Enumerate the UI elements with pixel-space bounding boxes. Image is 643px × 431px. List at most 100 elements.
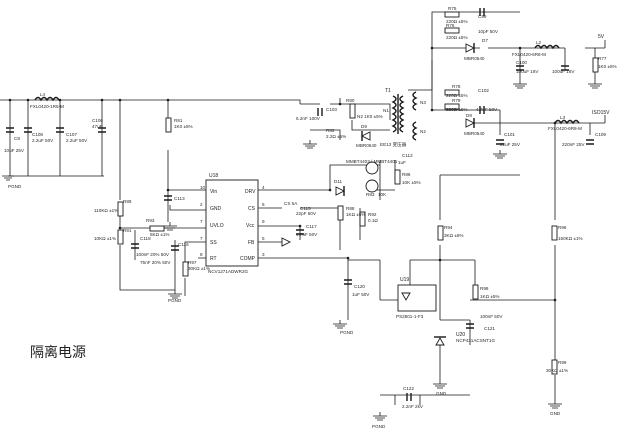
d8-part: MBR0540 xyxy=(464,131,485,136)
l4-ref: L4 xyxy=(40,92,46,97)
vout-5v-label: 5V xyxy=(598,34,605,40)
pin-name-drv: DRV xyxy=(245,189,256,195)
r96-val: 150KΩ ±1% xyxy=(558,236,583,241)
gnd-shunt: GND xyxy=(436,391,447,396)
inductor-symbols xyxy=(34,44,580,125)
c115-ref: C115 xyxy=(300,206,311,211)
c101-val: 22uF 25V xyxy=(500,142,521,147)
ic-main-ref: U18 xyxy=(209,173,218,179)
pgnd-comp: PGND xyxy=(340,330,354,335)
r99-ref: R99 xyxy=(558,360,567,365)
pin-name-uvlo: UVLO xyxy=(210,223,224,229)
winding-n2: N2 xyxy=(420,129,426,134)
r78-val: 220Ω ±5% xyxy=(446,93,468,98)
pin-name-gnd: GND xyxy=(210,206,222,212)
pgnd-left: PGND xyxy=(8,184,22,189)
r76-ref: R76 xyxy=(446,23,455,28)
c102-val: 4.7nF 50V xyxy=(476,107,498,112)
c118-val: 100nF 20% 50V xyxy=(136,252,170,257)
shunt-ref: U20 xyxy=(456,332,465,338)
r89-ref: R89 xyxy=(123,199,132,204)
r86-val: 10K ±5% xyxy=(402,180,421,185)
d7-ref: D7 xyxy=(482,38,488,43)
d8-ref: D8 xyxy=(466,113,472,118)
l3-part: FXL0420-6R8-M xyxy=(548,126,582,131)
opto-ref: U19 xyxy=(400,277,409,283)
capacitor-plates xyxy=(6,8,594,401)
optocoupler-body xyxy=(397,284,437,312)
r77-val: 1K0 ±5% xyxy=(598,64,617,69)
c122-ref: C122 xyxy=(403,386,414,391)
c116-ref: C116 xyxy=(178,242,189,247)
r91-ref: R91 xyxy=(123,228,132,233)
c121-ref: C121 xyxy=(484,326,495,331)
r78-ref: R78 xyxy=(452,84,461,89)
junction-dots xyxy=(8,46,557,302)
c8-ref: C8 xyxy=(14,136,20,141)
l3-ref: L3 xyxy=(560,115,566,120)
winding-n1: N1 xyxy=(383,108,389,113)
c120-ref: C120 xyxy=(354,284,365,289)
r92-ref: R92 xyxy=(368,212,377,217)
r75-ref: R75 xyxy=(448,6,457,11)
pin-num-fb: 5 xyxy=(262,236,265,241)
c109-ref: C109 xyxy=(595,132,606,137)
pin-num-cs: 6 xyxy=(262,202,265,207)
c106-ref: C106 xyxy=(92,118,103,123)
pgnd-ycap: PGND xyxy=(372,424,386,429)
c117-ref: C117 xyxy=(306,224,317,229)
pin-num-vin: 10 xyxy=(200,185,206,190)
r77-ref: R77 xyxy=(598,56,607,61)
r80-ref: R80 xyxy=(346,98,355,103)
pin-num-comp: 3 xyxy=(262,252,265,257)
c99-ref: C99 xyxy=(478,14,487,19)
r88-ref: R88 xyxy=(346,206,355,211)
c108-val: 2.2uF 50V xyxy=(32,138,54,143)
c112-ref: C112 xyxy=(402,153,413,158)
r81-ref: R81 xyxy=(174,118,183,123)
pin-name-comp: COMP xyxy=(240,256,256,262)
transformer-ref: T1 xyxy=(385,88,391,94)
r75-val: 220Ω ±5% xyxy=(446,19,468,24)
c102-ref: C102 xyxy=(478,88,489,93)
r97-val: 30KΩ ±1% xyxy=(188,266,210,271)
c103-val: 6.2nF 100V xyxy=(296,116,321,121)
pgnd-ss: PGND xyxy=(168,298,182,303)
transistor-symbols xyxy=(365,161,379,193)
transformer-windings xyxy=(391,91,418,141)
cs-note: CS 5A xyxy=(284,201,298,206)
c117-val: 4.7uF 50V xyxy=(296,232,318,237)
c122-val: 2.2nF 2kV xyxy=(402,404,424,409)
pin-num-vcc: 9 xyxy=(262,219,265,224)
transformer-name: EE13 变压器 xyxy=(380,141,407,148)
c107-val: 2.2uF 50V xyxy=(66,138,88,143)
c121-val: 100nF 50V xyxy=(480,314,503,319)
l4-part: FXL0420-1R5-M xyxy=(30,104,64,109)
ic-main-part: NCV1271ADWR2G xyxy=(208,269,249,274)
r89-val: 110KΩ ±1% xyxy=(94,208,118,213)
r79-ref: R79 xyxy=(452,98,461,103)
fb-buffer-symbol xyxy=(281,237,292,247)
q-part: MMBT4403 / MMBT4401 xyxy=(346,159,398,164)
resistor-bodies xyxy=(117,11,599,375)
d7-part: MBR0540 xyxy=(464,56,485,61)
r93-ref: R93 xyxy=(146,218,155,223)
r96-ref: R96 xyxy=(558,225,567,230)
pin-num-ss: 7 xyxy=(200,236,203,241)
c103-ref: C103 xyxy=(326,107,337,112)
d9-ref: D9 xyxy=(361,124,367,129)
r94-val: 3KΩ ±5% xyxy=(444,233,464,238)
r92-val: 0.1Ω xyxy=(368,218,378,223)
page-title: 隔离电源 xyxy=(30,344,86,361)
r99-val: 30KΩ ±1% xyxy=(546,368,568,373)
pin-num-uvlo: 7 xyxy=(200,219,203,224)
pin-num-drv: 4 xyxy=(262,185,265,190)
c98-val: 100uF 16V xyxy=(552,69,575,74)
r82-ref: R82 xyxy=(326,128,335,133)
c118-ref: C118 xyxy=(140,236,151,241)
pin-name-vcc: Vcc xyxy=(246,223,255,229)
r97-ref: R97 xyxy=(188,260,197,265)
pin-num-rt: 8 xyxy=(200,252,203,257)
